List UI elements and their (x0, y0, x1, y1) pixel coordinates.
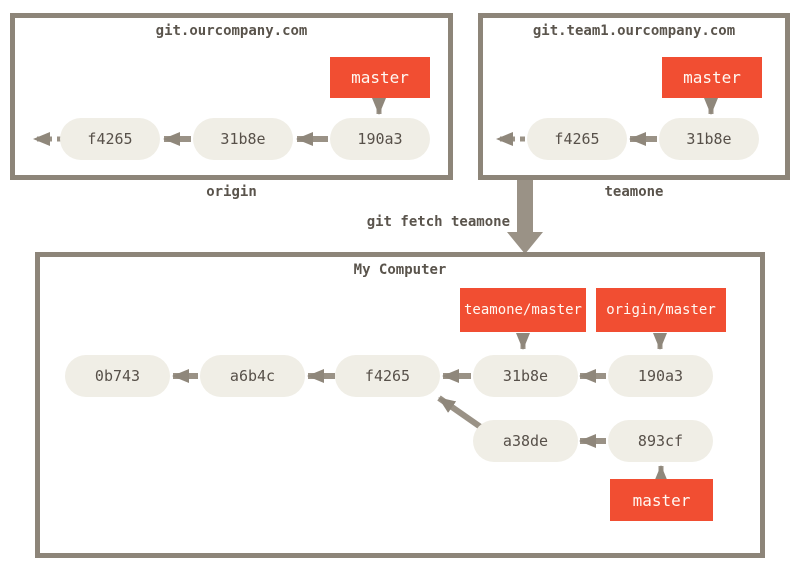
origin-caption: origin (206, 184, 257, 200)
local-commit-893cf: 893cf (608, 420, 713, 462)
local-commit-a6b4c: a6b4c (200, 355, 305, 397)
origin-commit-190a3: 190a3 (330, 118, 430, 160)
remote-teamone-title: git.team1.ourcompany.com (532, 23, 736, 39)
remote-origin-title: git.ourcompany.com (155, 23, 308, 39)
local-computer-box: My Computer (35, 252, 765, 558)
local-commit-0b743: 0b743 (65, 355, 170, 397)
local-commit-190a3: 190a3 (608, 355, 713, 397)
remote-teamone-box: git.team1.ourcompany.com (478, 13, 790, 180)
remote-origin-box: git.ourcompany.com (10, 13, 453, 180)
fetch-command-label: git fetch teamone (366, 214, 510, 230)
local-commit-a38de: a38de (473, 420, 578, 462)
teamone-master-ref-label: teamone/master (460, 288, 586, 332)
teamone-commit-31b8e: 31b8e (659, 118, 759, 160)
origin-commit-f4265: f4265 (60, 118, 160, 160)
teamone-commit-f4265: f4265 (527, 118, 627, 160)
local-computer-title: My Computer (353, 262, 447, 278)
local-commit-31b8e: 31b8e (473, 355, 578, 397)
origin-master-label: master (330, 57, 430, 98)
local-arrow-a38de-to-f4265 (437, 395, 484, 431)
teamone-master-label: master (662, 57, 762, 98)
local-commit-f4265: f4265 (335, 355, 440, 397)
origin-master-ref-label: origin/master (596, 288, 726, 332)
local-master-label: master (610, 479, 713, 521)
fetch-arrow (507, 178, 543, 254)
teamone-caption: teamone (604, 184, 664, 200)
origin-commit-31b8e: 31b8e (193, 118, 293, 160)
